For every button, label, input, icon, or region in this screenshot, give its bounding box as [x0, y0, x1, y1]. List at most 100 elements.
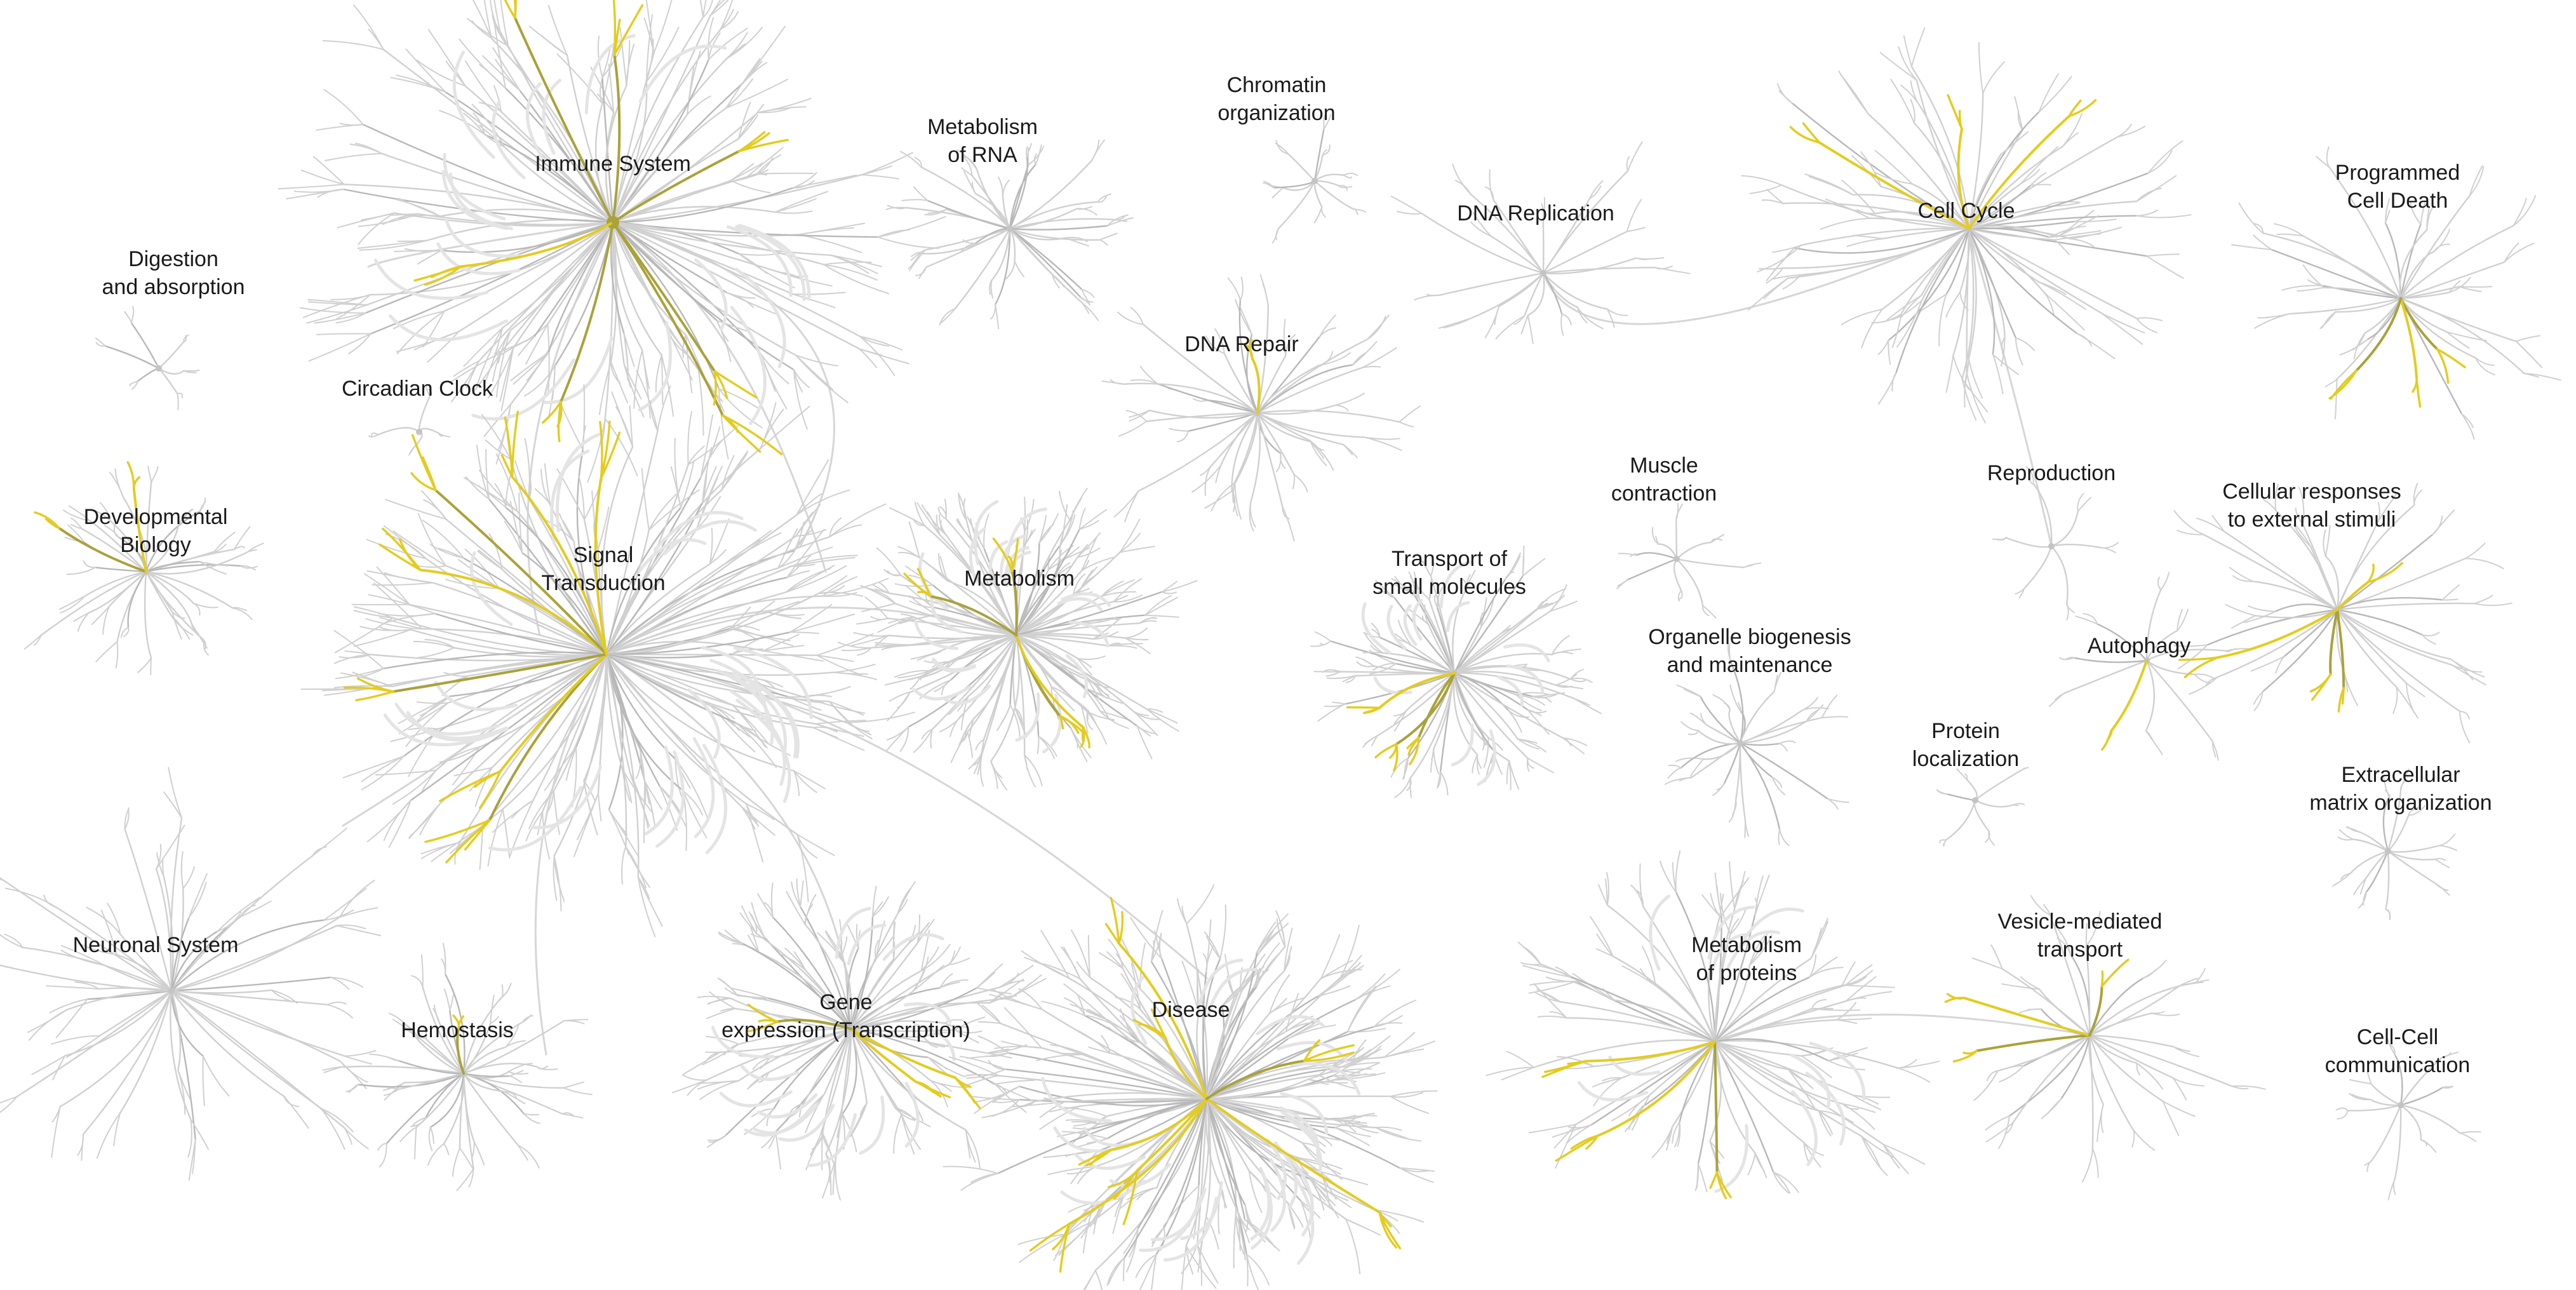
twig-line[interactable]: [2433, 229, 2451, 252]
twig-line[interactable]: [420, 1025, 427, 1040]
branch-line[interactable]: [1018, 1085, 1208, 1106]
twig-line[interactable]: [2248, 605, 2276, 612]
twig-line[interactable]: [1038, 513, 1059, 544]
twig-line[interactable]: [1014, 708, 1026, 729]
twig-line[interactable]: [655, 354, 662, 393]
highlighted-branch[interactable]: [594, 477, 608, 655]
branch-line[interactable]: [1705, 723, 1741, 744]
branch-line[interactable]: [2145, 659, 2155, 732]
twig-line[interactable]: [2052, 923, 2072, 956]
arc-fan-line[interactable]: [1710, 933, 1750, 976]
twig-line[interactable]: [989, 995, 1017, 1004]
twig-line[interactable]: [939, 981, 960, 989]
twig-line[interactable]: [1573, 697, 1587, 704]
twig-line[interactable]: [860, 585, 896, 605]
twig-line[interactable]: [1627, 141, 1643, 172]
twig-line[interactable]: [438, 433, 451, 438]
twig-line[interactable]: [70, 518, 83, 530]
twig-line[interactable]: [1106, 1257, 1125, 1286]
twig-line[interactable]: [2160, 572, 2170, 591]
twig-line[interactable]: [725, 79, 788, 109]
highlighted-twig[interactable]: [457, 1015, 465, 1030]
cluster-metabolism[interactable]: [838, 487, 1198, 791]
branch-line[interactable]: [1256, 412, 1311, 442]
highlighted-twig[interactable]: [758, 1019, 779, 1023]
twig-line[interactable]: [1077, 655, 1106, 661]
twig-line[interactable]: [1283, 319, 1287, 357]
twig-line[interactable]: [156, 824, 185, 870]
twig-line[interactable]: [695, 476, 719, 530]
twig-line[interactable]: [379, 1143, 387, 1168]
twig-line[interactable]: [405, 1028, 427, 1040]
branch-line[interactable]: [2088, 1034, 2233, 1087]
arc-fan-line[interactable]: [1446, 601, 1470, 633]
twig-line[interactable]: [1891, 313, 1902, 348]
twig-line[interactable]: [720, 1007, 736, 1012]
twig-line[interactable]: [1452, 163, 1472, 195]
highlighted-twig[interactable]: [2068, 99, 2082, 118]
twig-line[interactable]: [974, 1085, 1020, 1114]
twig-line[interactable]: [1355, 973, 1386, 1000]
twig-line[interactable]: [2464, 558, 2504, 570]
highlighted-twig[interactable]: [1802, 122, 1821, 144]
highlighted-twig[interactable]: [1363, 706, 1381, 715]
twig-line[interactable]: [2054, 233, 2102, 241]
twig-line[interactable]: [1146, 708, 1178, 724]
twig-line[interactable]: [2262, 499, 2277, 511]
hub-node[interactable]: [168, 988, 175, 994]
twig-line[interactable]: [901, 1113, 915, 1155]
twig-line[interactable]: [2027, 1008, 2042, 1011]
branch-line[interactable]: [1452, 672, 1479, 756]
twig-line[interactable]: [1659, 861, 1677, 894]
twig-line[interactable]: [1787, 1068, 1816, 1110]
arc-fan-line[interactable]: [436, 242, 521, 276]
twig-line[interactable]: [326, 1004, 353, 1019]
twig-line[interactable]: [1455, 180, 1472, 195]
twig-line[interactable]: [851, 635, 890, 647]
twig-line[interactable]: [2048, 230, 2102, 238]
branch-line[interactable]: [1428, 623, 1456, 675]
twig-line[interactable]: [2146, 255, 2184, 279]
branch-line[interactable]: [2399, 194, 2471, 300]
twig-line[interactable]: [2274, 483, 2279, 511]
twig-line[interactable]: [1421, 615, 1430, 625]
pathway-label-cell-cycle[interactable]: Cell Cycle: [1917, 197, 2015, 225]
branch-line[interactable]: [439, 653, 608, 805]
twig-line[interactable]: [398, 702, 449, 734]
highlighted-branch[interactable]: [775, 1018, 852, 1030]
twig-line[interactable]: [95, 337, 106, 347]
twig-line[interactable]: [1675, 757, 1705, 762]
arc-fan-line[interactable]: [1805, 1072, 1846, 1146]
highlighted-twig[interactable]: [1090, 1148, 1113, 1166]
twig-line[interactable]: [2363, 891, 2367, 906]
arc-fan-line[interactable]: [1497, 676, 1524, 707]
branch-line[interactable]: [2096, 623, 2148, 662]
twig-line[interactable]: [191, 623, 199, 635]
twig-line[interactable]: [502, 808, 510, 857]
branch-line[interactable]: [1868, 217, 1970, 230]
branch-line[interactable]: [1205, 1098, 1310, 1132]
twig-line[interactable]: [0, 861, 5, 882]
twig-line[interactable]: [1626, 156, 1630, 172]
twig-line[interactable]: [1729, 907, 1747, 935]
twig-line[interactable]: [312, 156, 345, 185]
twig-line[interactable]: [582, 384, 586, 450]
twig-line[interactable]: [749, 925, 760, 953]
twig-line[interactable]: [1181, 1245, 1187, 1290]
twig-line[interactable]: [1986, 1070, 1999, 1081]
twig-line[interactable]: [793, 174, 857, 189]
branch-line[interactable]: [170, 917, 190, 992]
twig-line[interactable]: [977, 1021, 1002, 1025]
twig-line[interactable]: [1852, 1094, 1882, 1110]
twig-line[interactable]: [1761, 199, 1784, 205]
branch-line[interactable]: [462, 995, 504, 1075]
branch-line[interactable]: [850, 1002, 991, 1030]
branch-line[interactable]: [2023, 545, 2053, 590]
twig-line[interactable]: [1375, 1127, 1408, 1139]
branch-line[interactable]: [1256, 412, 1284, 508]
twig-line[interactable]: [1144, 596, 1178, 616]
arc-fan-line[interactable]: [637, 538, 707, 574]
twig-line[interactable]: [1709, 1140, 1723, 1181]
branch-line[interactable]: [605, 591, 787, 655]
